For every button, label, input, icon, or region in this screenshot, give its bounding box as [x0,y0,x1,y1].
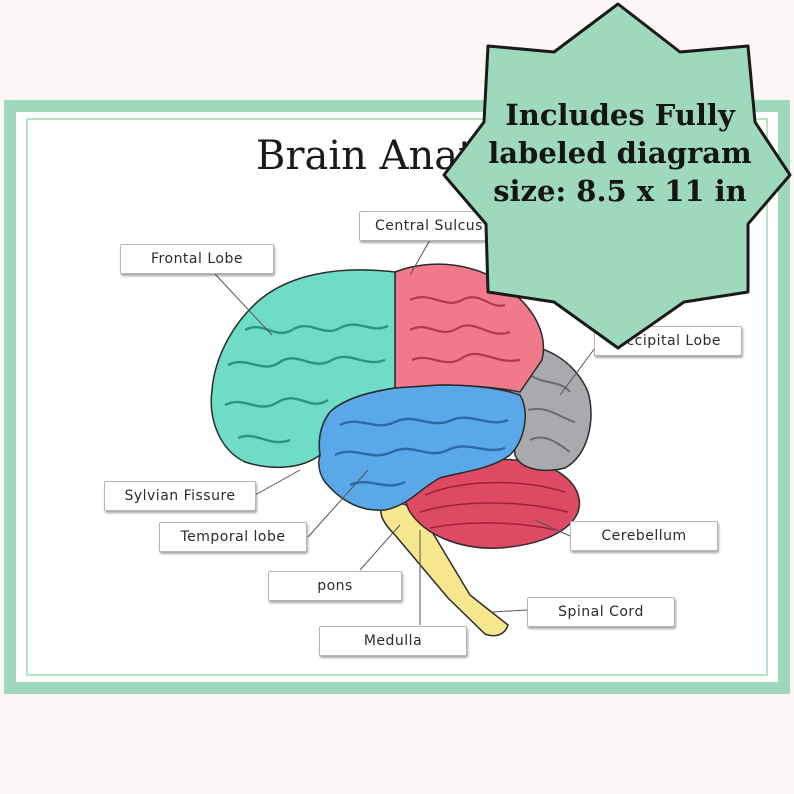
badge-line-1: Includes Fully [505,98,735,132]
badge-line-3: size: 8.5 x 11 in [493,174,747,208]
label-cerebellum: Cerebellum [570,521,718,551]
label-medulla: Medulla [319,626,467,656]
badge-text: Includes Fully labeled diagram size: 8.5… [470,96,770,210]
label-spinal-cord: Spinal Cord [527,597,675,627]
label-temporal-lobe: Temporal lobe [159,522,307,552]
label-pons: pons [268,571,402,601]
temporal-lobe-shape [318,384,526,511]
label-sylvian-fissure: Sylvian Fissure [104,481,256,511]
label-frontal-lobe: Frontal Lobe [120,244,274,274]
label-central-sulcus: Central Sulcus [359,211,499,241]
leader-lines [214,239,596,625]
badge-line-2: labeled diagram [488,136,752,170]
worksheet-border [26,118,768,676]
